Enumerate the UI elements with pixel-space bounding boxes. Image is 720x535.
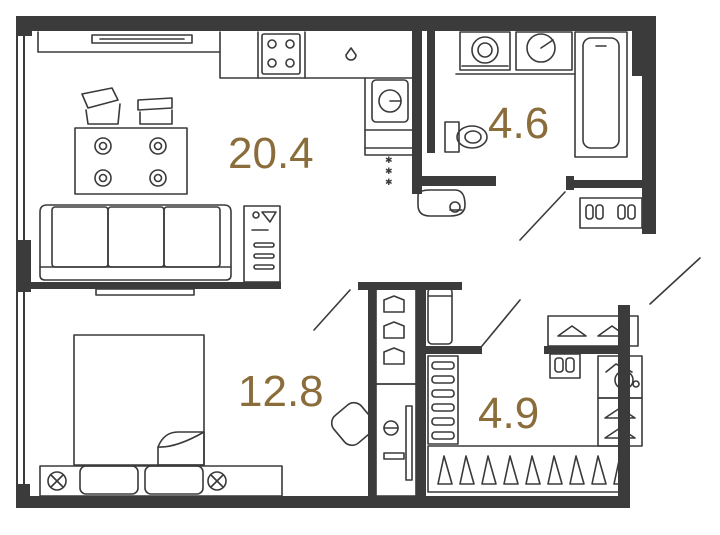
door-swings bbox=[313, 191, 701, 347]
sofa-icon bbox=[39, 204, 232, 281]
room-area-bedroom: 12.8 bbox=[238, 367, 324, 416]
kitchen-counter bbox=[37, 31, 416, 156]
bathtub-icon bbox=[574, 31, 628, 158]
shoe-rack-icon bbox=[579, 197, 643, 229]
dishwasher-icon bbox=[345, 47, 357, 61]
range-hood-icon bbox=[91, 34, 193, 44]
chair-icon bbox=[81, 87, 173, 125]
clothes-rail-icon bbox=[427, 445, 629, 493]
svg-text:✱: ✱ bbox=[385, 156, 393, 166]
hall-shoes-icon bbox=[549, 353, 581, 379]
toilet-icon bbox=[444, 121, 488, 153]
svg-text:✱: ✱ bbox=[385, 178, 393, 188]
bedroom-wardrobe-icon bbox=[375, 287, 417, 385]
room-area-dressing-hall: 4.9 bbox=[478, 389, 540, 438]
svg-text:✱: ✱ bbox=[385, 167, 393, 177]
shelf-icon bbox=[243, 205, 281, 283]
bed-icon bbox=[39, 334, 283, 497]
dining-table-icon bbox=[74, 127, 188, 195]
boiler-icon bbox=[417, 189, 466, 217]
walls bbox=[16, 16, 656, 508]
desk-chair-icon bbox=[330, 401, 376, 447]
washing-machine-icon bbox=[459, 31, 511, 71]
room-area-bathroom: 4.6 bbox=[488, 99, 550, 148]
oven-icon: ✱ ✱ ✱ bbox=[385, 156, 393, 188]
kitchen-sink-icon bbox=[371, 79, 409, 123]
shoe-shelf-icon bbox=[427, 355, 459, 445]
room-area-living-kitchen: 20.4 bbox=[228, 129, 314, 178]
desk-icon bbox=[375, 383, 417, 497]
hall-bench-icon bbox=[427, 287, 453, 345]
cooktop-icon bbox=[261, 33, 301, 75]
washbasin-icon bbox=[515, 31, 573, 71]
tv-icon bbox=[95, 288, 195, 296]
